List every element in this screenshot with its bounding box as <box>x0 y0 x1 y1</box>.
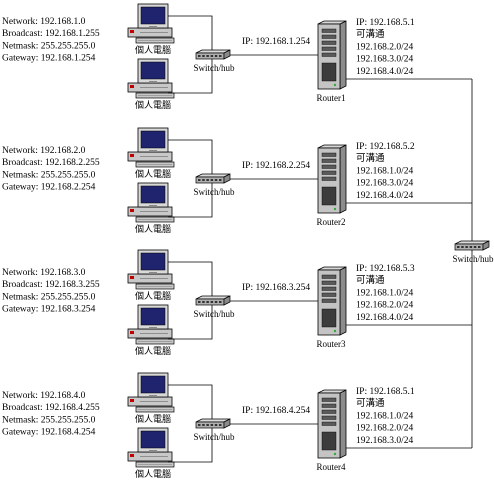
pc-icon <box>127 58 175 99</box>
pc-label: 個人電腦 <box>135 168 171 179</box>
switch-hub-icon <box>195 173 231 184</box>
subnet-info-line: Netmask: 255.255.255.0 <box>2 415 96 425</box>
cable <box>168 261 213 299</box>
pc-label: 個人電腦 <box>135 468 171 479</box>
pc-icon <box>127 427 175 468</box>
subnet-info-line: Broadcast: 192.168.3.255 <box>2 280 100 290</box>
cable <box>168 428 213 463</box>
pc-icon <box>127 3 175 44</box>
router-info-line: 192.168.4.0/24 <box>356 191 414 201</box>
cable <box>168 183 213 218</box>
router-info-line: IP: 192.168.5.1 <box>356 18 415 28</box>
switch-hub-icon <box>454 240 490 251</box>
pc-icon <box>127 304 175 345</box>
pc-label: 個人電腦 <box>135 44 171 55</box>
router-icon <box>317 266 347 336</box>
router-info-line: 192.168.2.0/24 <box>356 424 414 434</box>
cable <box>168 384 213 422</box>
pc-label: 個人電腦 <box>135 413 171 424</box>
subnet-info-line: Gateway: 192.168.4.254 <box>2 428 96 438</box>
router-info-line: 192.168.2.0/24 <box>356 42 414 52</box>
cable <box>168 139 213 177</box>
gateway-ip: IP: 192.168.4.254 <box>242 406 310 416</box>
gateway-ip: IP: 192.168.3.254 <box>242 283 310 293</box>
router-info-line: 192.168.3.0/24 <box>356 436 414 446</box>
router-info-line: 192.168.4.0/24 <box>356 313 414 323</box>
router-info-line: 可溝通 <box>356 28 385 40</box>
subnet-info-line: Network: 192.168.1.0 <box>2 17 86 27</box>
switch-label: Switch/hub <box>193 309 235 319</box>
router-info-line: 192.168.1.0/24 <box>356 288 414 298</box>
cable <box>168 305 213 340</box>
gateway-ip: IP: 192.168.2.254 <box>242 161 310 171</box>
subnet-info-line: Gateway: 192.168.3.254 <box>2 305 96 315</box>
pc-icon <box>127 372 175 413</box>
router-info-line: 192.168.1.0/24 <box>356 166 414 176</box>
switch-label: Switch/hub <box>193 432 235 442</box>
subnet-info-line: Network: 192.168.4.0 <box>2 391 86 401</box>
pc-icon <box>127 249 175 290</box>
pc-icon <box>127 127 175 168</box>
subnet-info-line: Gateway: 192.168.2.254 <box>2 183 96 193</box>
pc-label: 個人電腦 <box>135 345 171 356</box>
cable <box>168 15 213 53</box>
router-icon <box>317 389 347 459</box>
router-icon <box>317 20 347 90</box>
center-switch-label: Switch/hub <box>452 254 494 264</box>
router-info-line: 192.168.1.0/24 <box>356 411 414 421</box>
subnet-info-line: Gateway: 192.168.1.254 <box>2 54 96 64</box>
router-info-line: 192.168.2.0/24 <box>356 301 414 311</box>
switch-hub-icon <box>195 49 231 60</box>
pc-label: 個人電腦 <box>135 290 171 301</box>
router-name: Router1 <box>317 93 346 103</box>
router-info-line: 可溝通 <box>356 274 385 286</box>
pc-label: 個人電腦 <box>135 223 171 234</box>
router-info-line: IP: 192.168.5.2 <box>356 142 415 152</box>
cable <box>168 59 213 94</box>
router-name: Router2 <box>317 217 346 227</box>
router-name: Router3 <box>317 339 346 349</box>
subnet-info-line: Netmask: 255.255.255.0 <box>2 170 96 180</box>
switch-label: Switch/hub <box>193 187 235 197</box>
router-info-line: 可溝通 <box>356 152 385 164</box>
router-info-line: 可溝通 <box>356 397 385 409</box>
subnet-info-line: Broadcast: 192.168.2.255 <box>2 158 100 168</box>
router-info-line: 192.168.3.0/24 <box>356 179 414 189</box>
router-info-line: 192.168.4.0/24 <box>356 67 414 77</box>
router-icon <box>317 144 347 214</box>
router-name: Router4 <box>317 462 346 472</box>
gateway-ip: IP: 192.168.1.254 <box>242 37 310 47</box>
pc-icon <box>127 182 175 223</box>
subnet-info-line: Netmask: 255.255.255.0 <box>2 292 96 302</box>
subnet-info-line: Broadcast: 192.168.1.255 <box>2 29 100 39</box>
switch-label: Switch/hub <box>193 63 235 73</box>
router-info-line: IP: 192.168.5.1 <box>356 387 415 397</box>
router-info-line: IP: 192.168.5.3 <box>356 264 415 274</box>
router-info-line: 192.168.3.0/24 <box>356 55 414 65</box>
subnet-info-line: Network: 192.168.3.0 <box>2 268 86 278</box>
subnet-info-line: Broadcast: 192.168.4.255 <box>2 403 100 413</box>
subnet-info-line: Netmask: 255.255.255.0 <box>2 41 96 51</box>
subnet-info-line: Network: 192.168.2.0 <box>2 146 86 156</box>
switch-hub-icon <box>195 418 231 429</box>
pc-label: 個人電腦 <box>135 99 171 110</box>
switch-hub-icon <box>195 295 231 306</box>
